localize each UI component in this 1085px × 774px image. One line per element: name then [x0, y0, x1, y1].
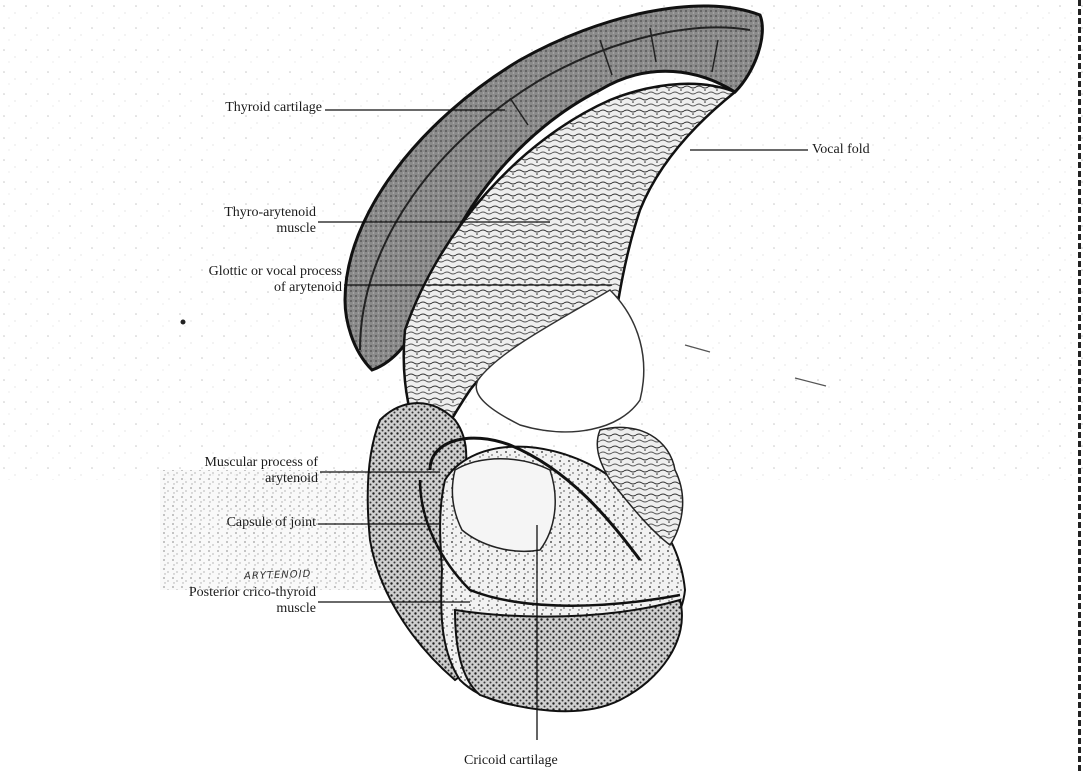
label-muscular-line2: arytenoid — [130, 471, 318, 487]
label-thyro-arytenoid-line1: Thyro-arytenoid — [150, 205, 316, 221]
label-vocal-fold: Vocal fold — [812, 142, 870, 158]
label-thyro-arytenoid-line2: muscle — [150, 221, 316, 237]
stray-dot — [181, 320, 186, 325]
label-posterior-crico-thyroid: Posterior crico-thyroid muscle — [110, 585, 316, 617]
handwritten-arytenoid: ARYTENOID — [244, 569, 312, 582]
label-thyroid-cartilage: Thyroid cartilage — [160, 100, 322, 116]
label-cricoid-cartilage: Cricoid cartilage — [464, 753, 558, 769]
label-muscular-process: Muscular process of arytenoid — [130, 455, 318, 487]
label-capsule-of-joint: Capsule of joint — [150, 515, 316, 531]
label-posterior-line1: Posterior crico-thyroid — [110, 585, 316, 601]
right-edge-line — [1078, 0, 1081, 774]
label-posterior-line2: muscle — [110, 601, 316, 617]
label-thyro-arytenoid: Thyro-arytenoid muscle — [150, 205, 316, 237]
label-glottic-line1: Glottic or vocal process — [100, 264, 342, 280]
label-glottic-line2: of arytenoid — [100, 280, 342, 296]
label-glottic-process: Glottic or vocal process of arytenoid — [100, 264, 342, 296]
label-muscular-line1: Muscular process of — [130, 455, 318, 471]
cricoid-base — [455, 600, 682, 711]
